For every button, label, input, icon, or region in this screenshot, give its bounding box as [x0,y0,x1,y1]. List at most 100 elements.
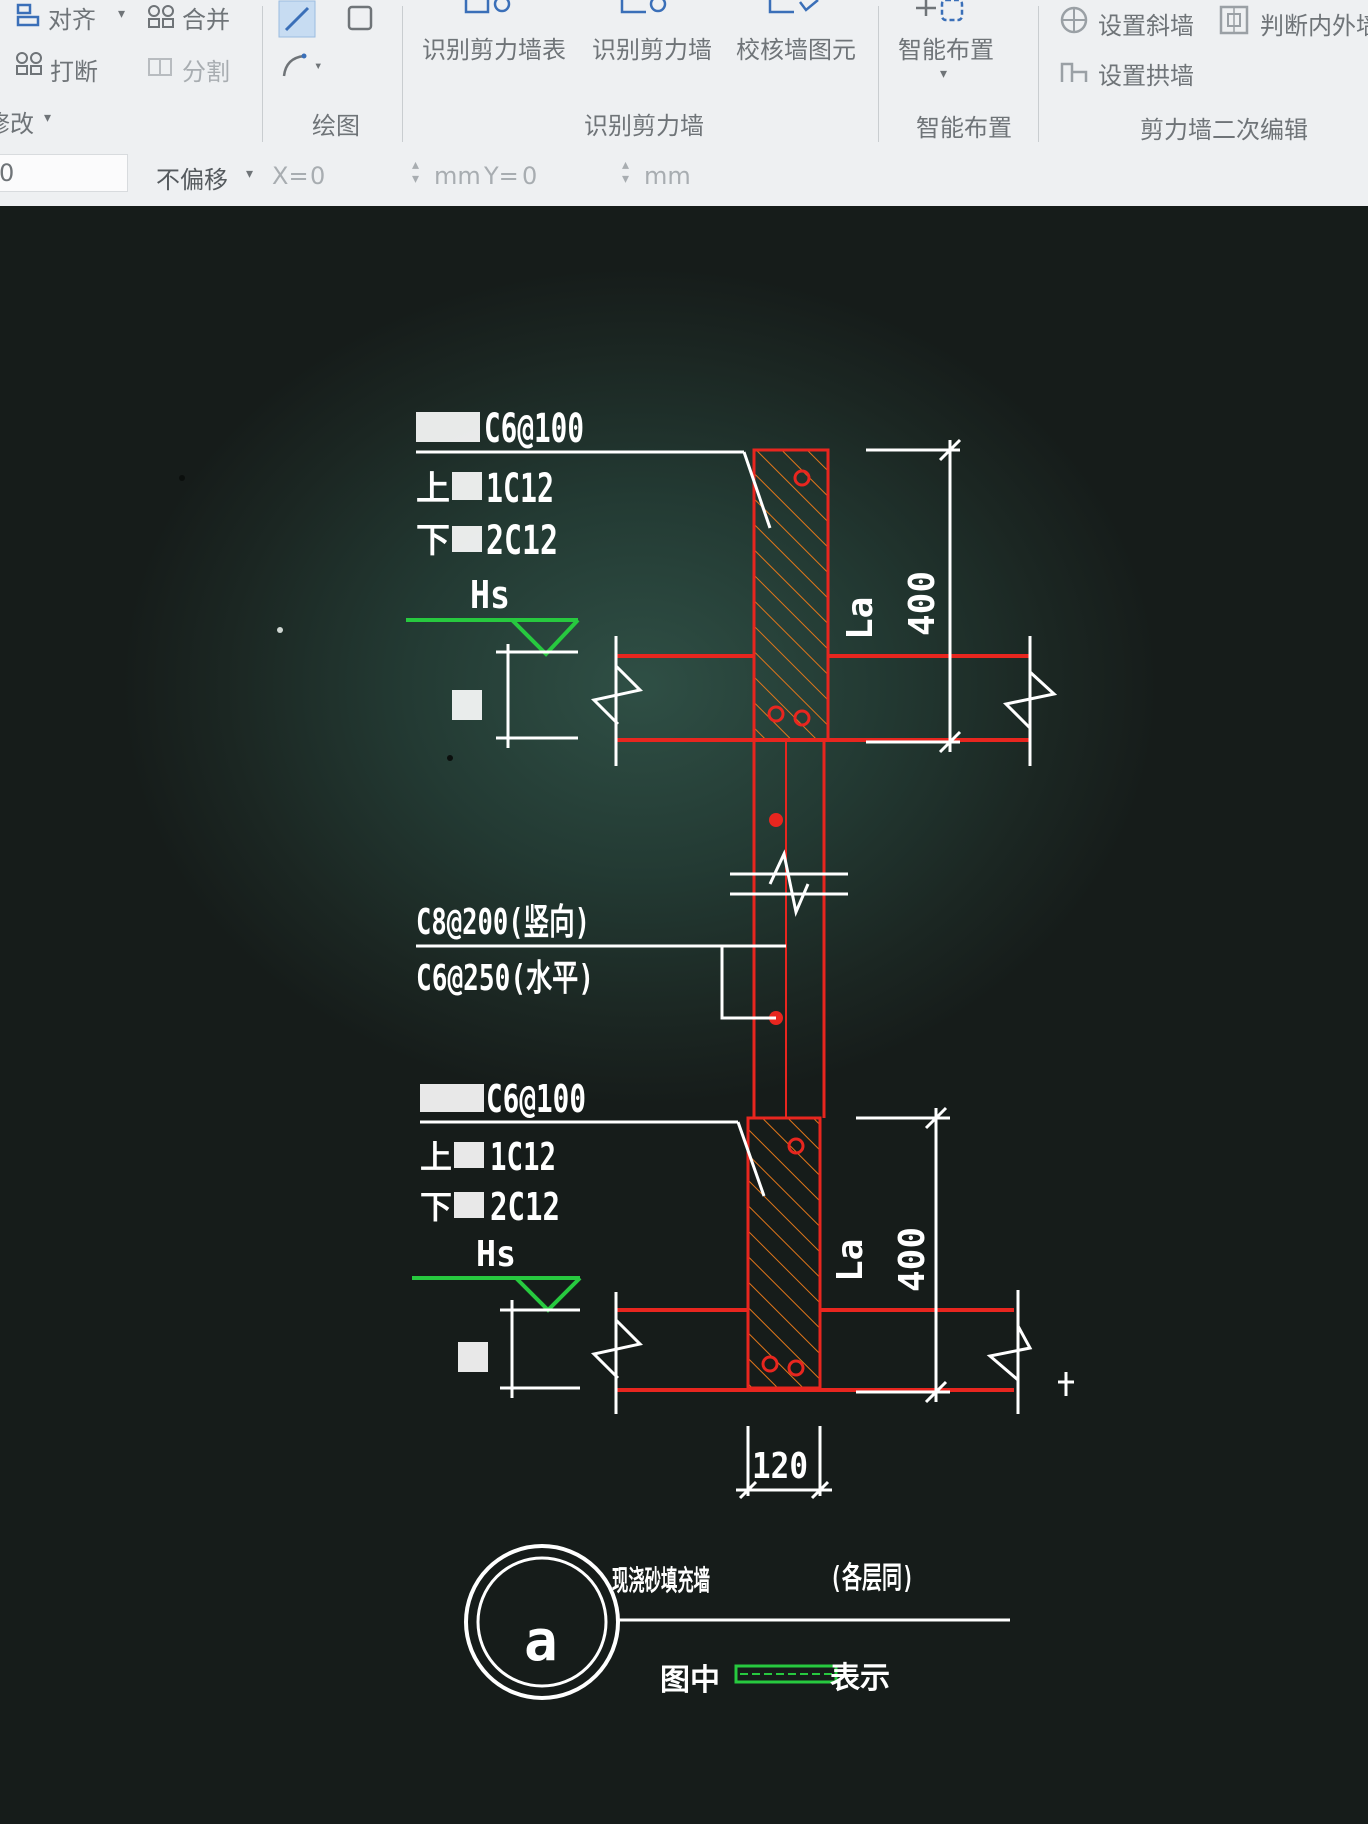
smart-layout-button[interactable]: 智能布置 [898,36,994,64]
slope-wall-icon [1058,4,1090,40]
set-slope-wall-button[interactable]: 设置斜墙 [1098,12,1194,40]
break-symbol [1002,670,1058,730]
elevation-marker [510,618,580,657]
align-button[interactable]: 对齐 [48,6,96,34]
value-field[interactable]: 0 [0,154,128,192]
split-button[interactable]: 分割 [182,58,230,86]
top-stirrup-label: C6@100 [484,406,584,452]
legend-green-hatch [734,1664,838,1684]
top-rebar [787,1137,805,1155]
ribbon-separator [262,6,263,142]
stirrup-leader-line [742,451,772,529]
rectangle-draw-icon[interactable] [346,4,376,38]
smart-group-label: 智能布置 [916,114,1012,142]
identify-table-button[interactable]: 识别剪力墙表 [422,36,566,64]
value-field-text: 0 [0,159,15,187]
bottom-bar-prefix: 下 [416,521,450,561]
line-draw-icon[interactable] [278,0,316,42]
align-icon [14,2,42,34]
break-icon [14,50,44,82]
detail-title: 现浇砂填充墙 [612,1564,710,1597]
bottom-beam-detail: C6@100 上 1C12 下 2C12 Hs [412,1077,1074,1414]
check-wall-icon [764,0,824,24]
top-bar-label: 1C12 [486,466,554,512]
width-dimension: 120 [736,1426,832,1500]
top-beam-detail: C6@100 上 1C12 下 2C12 Hs [406,406,1058,766]
hs-label: Hs [470,573,510,617]
dim-tick [938,730,962,754]
stirrup-leader-line [736,1121,766,1197]
horizontal-bar-label: C6@250(水平) [416,958,594,999]
modify-group-label[interactable]: 修改 [0,110,34,138]
ribbon-separator [878,6,879,142]
smart-layout-dropdown-icon[interactable]: ▾ [940,66,948,82]
detail-circle-label: a [524,1609,558,1674]
vertical-bar-label: C8@200(竖向) [416,902,590,943]
bottom-rebar [787,1359,805,1377]
y-input[interactable]: 0 [522,162,538,190]
break-symbol [590,664,644,726]
la-label: La [830,1239,871,1282]
split-icon [146,54,176,84]
break-symbol [590,1318,644,1380]
smart-layout-icon [912,0,972,30]
dim-tick [738,1480,758,1500]
break-button[interactable]: 打断 [50,58,98,86]
offset-dropdown-icon[interactable]: ▾ [246,166,254,182]
y-spin-icon[interactable]: ▴▾ [622,157,630,187]
cursor-crosshair [1058,1372,1074,1396]
arch-wall-icon [1058,54,1090,90]
top-bar-prefix: 上 [420,1138,452,1176]
legend-suffix: 表示 [830,1661,890,1696]
arc-draw-icon[interactable]: ▾ [280,50,336,84]
screen-speck [277,627,283,633]
identify-group-label: 识别剪力墙 [584,112,704,140]
top-bar-prefix: 上 [416,469,450,509]
modify-dropdown-icon[interactable]: ▾ [44,110,52,126]
label-prefix-mark [452,526,482,552]
dim-tick [924,1380,948,1404]
merge-button[interactable]: 合并 [182,6,230,34]
top-rebar [793,469,811,487]
judge-inner-outer-button[interactable]: 判断内外墙 [1260,12,1368,40]
dim-tick [924,1106,948,1130]
svg-text:▾: ▾ [314,58,322,74]
top-bar-label: 1C12 [490,1135,556,1179]
bottom-bar-label: 2C12 [486,518,558,564]
label-prefix-mark [454,1142,484,1168]
inner-outer-icon [1218,4,1250,40]
label-prefix-mark [416,412,480,442]
la-label: La [840,597,881,640]
bottom-bar-label: 2C12 [490,1185,560,1229]
align-dropdown-icon[interactable]: ▾ [118,6,126,22]
set-arch-wall-button[interactable]: 设置拱墙 [1098,62,1194,90]
detail-title-block: a 现浇砂填充墙 (各层同) 图中 表示 [464,1544,1010,1700]
dim-tick [938,438,962,462]
x-input[interactable]: 0 [310,162,326,190]
ribbon-separator [402,6,403,142]
identify-table-icon [458,0,518,24]
check-wall-button[interactable]: 校核墙图元 [736,36,856,64]
legend-prefix: 图中 [660,1663,720,1698]
screen-speck [179,475,185,481]
label-prefix-mark [420,1084,484,1112]
break-symbol [986,1325,1033,1382]
cad-canvas[interactable] [0,206,1368,1824]
detail-circle-inner [476,1556,608,1688]
wall-middle-section: C8@200(竖向) C6@250(水平) [416,740,848,1118]
edit2-group-label: 剪力墙二次编辑 [1140,116,1308,144]
x-unit: mm [434,162,481,190]
horizontal-bar-dot [769,813,783,827]
x-spin-icon[interactable]: ▴▾ [412,157,420,187]
break-symbol [768,849,810,917]
bottom-stirrup-label: C6@100 [486,1077,586,1121]
label-prefix-mark [452,472,482,500]
ribbon-toolbar: 对齐 ▾ 合并 打断 分割 修改 ▾ ▾ 绘图 识 [0,0,1368,208]
identify-wall-icon [616,0,676,24]
identify-wall-button[interactable]: 识别剪力墙 [592,36,712,64]
offset-select[interactable]: 不偏移 [156,166,228,194]
top-beam-body [752,448,830,742]
width-120-label: 120 [752,1446,808,1487]
bottom-bar-prefix: 下 [420,1188,452,1226]
